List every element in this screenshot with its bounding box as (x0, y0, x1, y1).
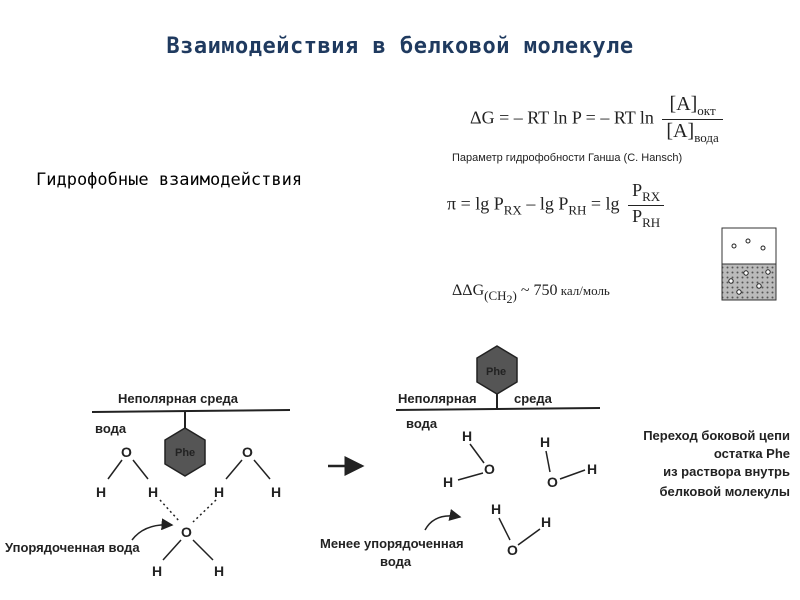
left-water2-h2: H (271, 484, 281, 500)
ddg-sub: (CH2) (484, 288, 517, 306)
pi-formula: π = lg PRX – lg PRH = lg PRX PRH (447, 180, 665, 231)
left-water-label: вода (95, 421, 127, 436)
gibbs-formula: ΔG = – RT ln P = – RT ln [A]окт [A]вода (470, 93, 723, 146)
left-water2-h1: H (214, 484, 224, 500)
caption-line-1: Переход боковой цепи (643, 428, 790, 443)
less-ordered-label-1: Менее упорядоченная (320, 536, 464, 551)
less-ordered-label-2: вода (380, 554, 412, 569)
right-scheme: Phe Неполярная среда вода H O H H O H H … (320, 345, 790, 569)
left-water2-o: O (242, 444, 253, 460)
pi-denominator: PRH (632, 206, 661, 230)
left-scheme: Неполярная среда вода Phe O H H O H H O … (5, 391, 291, 579)
less-ordered-arrow (424, 509, 462, 531)
right-waterC-h1: H (491, 501, 501, 517)
caption-line-3: из раствора внутрь (663, 464, 790, 479)
pi-sub1: RX (503, 202, 522, 218)
gibbs-lhs: ΔG = – RT ln P = – RT ln (470, 107, 654, 128)
ddg-value: ~ 750 (516, 282, 558, 299)
left-water1-o: O (121, 444, 132, 460)
left-water1-h2: H (148, 484, 158, 500)
pi-lhs: π = lg P (447, 193, 504, 214)
pi-numerator: PRX (628, 180, 665, 206)
right-water-label: вода (406, 416, 438, 431)
gibbs-numerator: [A]окт (662, 93, 723, 120)
ddg-lhs: ΔΔG (452, 282, 485, 299)
left-hbond2 (192, 499, 217, 523)
gibbs-fraction: [A]окт [A]вода (662, 93, 723, 146)
section-subtitle: Гидрофобные взаимодействия (36, 170, 303, 190)
right-phe-label: Phe (486, 366, 506, 378)
right-waterB-h2: H (587, 461, 597, 477)
gibbs-denominator: [A]вода (666, 120, 719, 145)
left-phe-label: Phe (175, 447, 195, 459)
pi-mid: – lg P (521, 193, 569, 214)
left-water3-h1: H (152, 563, 162, 579)
ddg-formula: ΔΔG(CH2) ~ 750 кал/моль (452, 282, 610, 307)
right-waterC-o: O (507, 542, 518, 558)
right-nonpolar-label-b: среда (514, 391, 553, 406)
ordered-water-arrow (131, 518, 174, 541)
caption-line-2: остатка Phe (714, 446, 790, 461)
left-phe-hexagon-icon (164, 427, 206, 477)
ddg-unit: кал/моль (557, 283, 610, 298)
left-nonpolar-label: Неполярная среда (118, 391, 239, 406)
right-waterC-h2: H (541, 514, 551, 530)
pi-fraction: PRX PRH (628, 180, 665, 231)
pi-sub2: RH (568, 202, 587, 218)
left-water3-o: O (181, 524, 192, 540)
left-water3-h2: H (214, 563, 224, 579)
left-interface-line (91, 409, 291, 413)
hansch-caption: Параметр гидрофобности Ганша (C. Hansch) (452, 152, 683, 164)
right-nonpolar-label-a: Неполярная (398, 391, 477, 406)
left-hbond1 (159, 499, 181, 523)
caption-line-4: белковой молекулы (660, 484, 790, 499)
slide-title: Взаимодействия в белковой молекуле (166, 34, 634, 59)
right-waterB-h1: H (540, 434, 550, 450)
right-waterA-h1: H (462, 428, 472, 444)
ordered-water-label: Упорядоченная вода (5, 540, 140, 555)
right-waterA-o: O (484, 461, 495, 477)
left-water1-h1: H (96, 484, 106, 500)
right-waterA-h2: H (443, 474, 453, 490)
partition-beaker-icon (721, 227, 777, 301)
right-waterB-o: O (547, 474, 558, 490)
pi-eq: = lg (586, 193, 620, 214)
right-interface-line (395, 407, 601, 411)
